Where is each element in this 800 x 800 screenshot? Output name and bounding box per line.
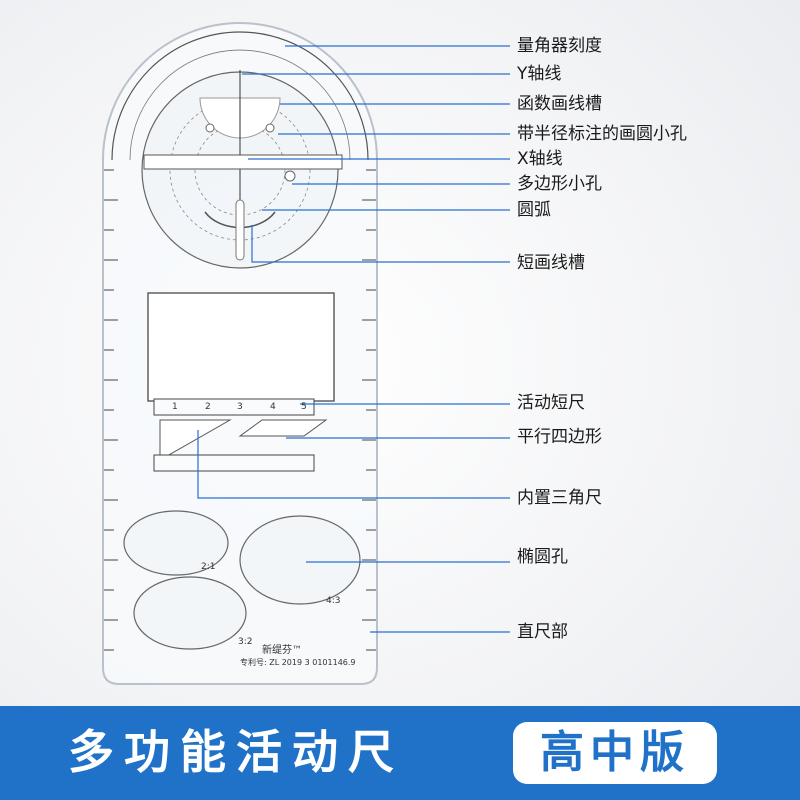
inner-ruler-number: 1: [172, 402, 178, 412]
protractor-arc: [111, 31, 369, 161]
callout-short-slot: 短画线槽: [517, 253, 585, 273]
callout-straight-ruler: 直尺部: [517, 622, 568, 642]
callout-radius-holes: 带半径标注的画圆小孔: [517, 124, 687, 144]
callout-movable-ruler: 活动短尺: [517, 393, 585, 413]
left-ruler-scale: [104, 169, 118, 651]
ellipse-ratio-label: 3:2: [238, 637, 253, 647]
short-slot-shape: [235, 199, 245, 261]
movable-ruler-shape: [153, 398, 315, 416]
callout-y-axis: Y轴线: [517, 64, 562, 84]
ellipse-hole-small: [123, 510, 229, 576]
inner-ruler-number: 3: [237, 402, 243, 412]
callout-protractor-scale: 量角器刻度: [517, 36, 602, 56]
central-window: [147, 292, 335, 402]
protractor-inner-arc: [129, 49, 351, 161]
ellipse-hole-right: [239, 515, 361, 605]
inner-ruler-number: 2: [205, 402, 211, 412]
banner-title: 多功能活动尺: [68, 725, 404, 779]
polygon-hole: [284, 170, 296, 182]
right-ruler-scale: [362, 169, 376, 651]
callout-arc: 圆弧: [517, 200, 551, 220]
patent-label: 专利号: ZL 2019 3 0101146.9: [240, 658, 356, 667]
edition-badge: 高中版: [513, 722, 717, 784]
ellipse-ratio-label: 4:3: [326, 596, 341, 606]
brand-label: 新缇芬™: [262, 645, 302, 656]
callout-function-slot: 函数画线槽: [517, 94, 602, 114]
callout-ellipse-holes: 椭圆孔: [517, 547, 568, 567]
triangle-shape: [159, 419, 232, 461]
parallelogram-shape: [238, 419, 328, 437]
callout-polygon-holes: 多边形小孔: [517, 174, 602, 194]
inner-ruler-number: 4: [270, 402, 276, 412]
callout-lines: [197, 45, 510, 633]
ellipse-ratio-label: 2:1: [201, 562, 216, 572]
inner-ruler-number: 5: [301, 402, 307, 412]
ellipse-hole-bottom: [133, 576, 247, 650]
radius-hole: [205, 123, 215, 133]
x-axis-strip: [143, 154, 343, 170]
callout-triangle: 内置三角尺: [517, 488, 602, 508]
lower-inner-ruler: [153, 454, 315, 472]
radius-hole: [265, 123, 275, 133]
callout-parallelogram: 平行四边形: [517, 427, 602, 447]
callout-x-axis: X轴线: [517, 149, 563, 169]
edition-badge-text: 高中版: [540, 727, 690, 778]
